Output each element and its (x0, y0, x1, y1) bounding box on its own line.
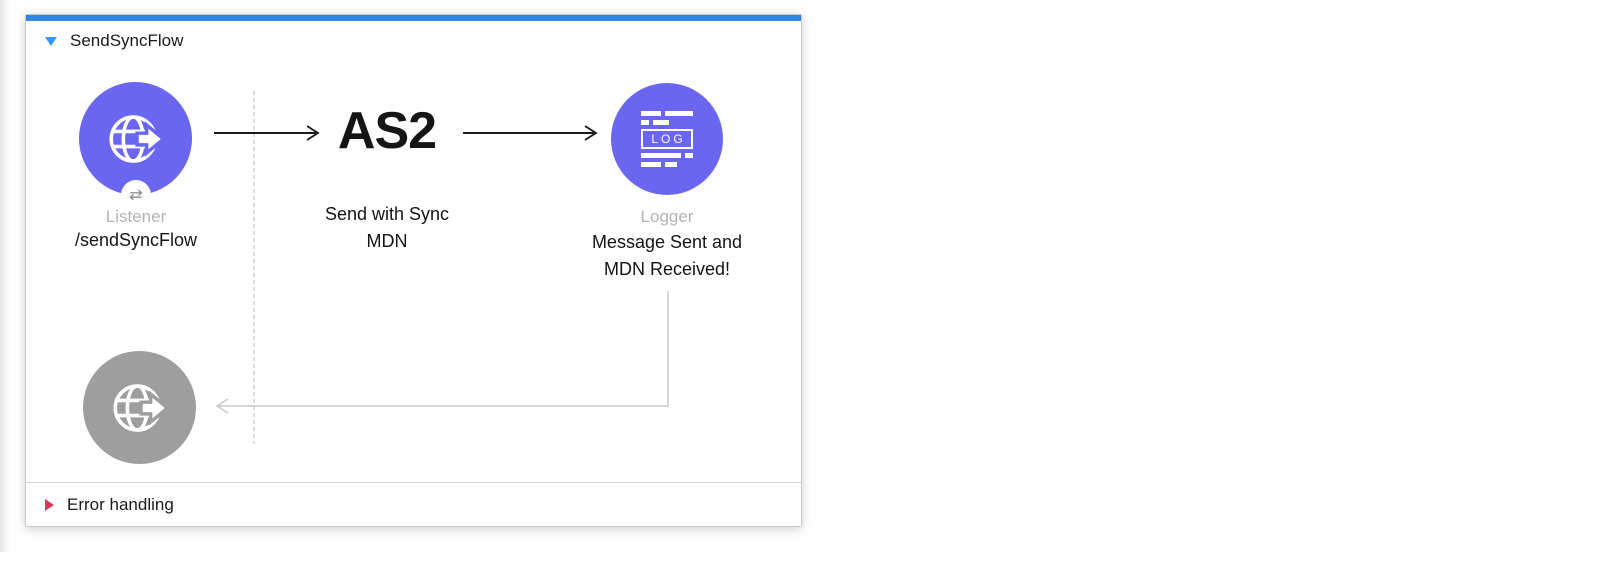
as2-node[interactable]: AS2 (337, 102, 437, 160)
as2-doc-line2: MDN (366, 231, 408, 251)
response-endpoint-node[interactable] (83, 351, 196, 464)
logger-doc-name: Message Sent and MDN Received! (537, 229, 797, 283)
log-icon-text: LOG (641, 129, 693, 149)
logger-node[interactable]: LOG (611, 83, 723, 195)
window-edge-shadow (0, 0, 10, 552)
flow-editor-panel: SendSyncFlow (25, 14, 802, 527)
as2-doc-name: Send with Sync MDN (287, 201, 487, 255)
arrow-as2-to-logger (463, 125, 598, 141)
expand-triangle-icon[interactable] (45, 498, 54, 511)
arrow-listener-to-as2 (214, 125, 320, 141)
listener-doc-name: /sendSyncFlow (74, 230, 198, 250)
flow-header[interactable]: SendSyncFlow (45, 31, 183, 51)
logger-type-label: Logger (640, 207, 694, 226)
listener-node[interactable] (79, 82, 192, 210)
error-handling-header[interactable]: Error handling (26, 482, 801, 526)
flow-connectors (214, 91, 669, 444)
flow-selection-bar (26, 15, 801, 21)
error-handling-label: Error handling (67, 494, 174, 514)
globe-arrow-icon (108, 114, 166, 163)
collapse-triangle-icon[interactable] (45, 36, 57, 46)
sync-arrows-icon (128, 189, 143, 201)
listener-type-label: Listener (105, 207, 167, 226)
flow-title: SendSyncFlow (70, 31, 184, 50)
response-return-connector (215, 291, 669, 414)
sync-arrows-badge (120, 180, 151, 210)
globe-arrow-icon (112, 383, 170, 432)
as2-doc-line1: Send with Sync (324, 204, 450, 224)
logger-doc-line1: Message Sent and (591, 232, 743, 252)
logger-doc-line2: MDN Received! (603, 259, 731, 279)
log-icon: LOG (640, 111, 694, 167)
